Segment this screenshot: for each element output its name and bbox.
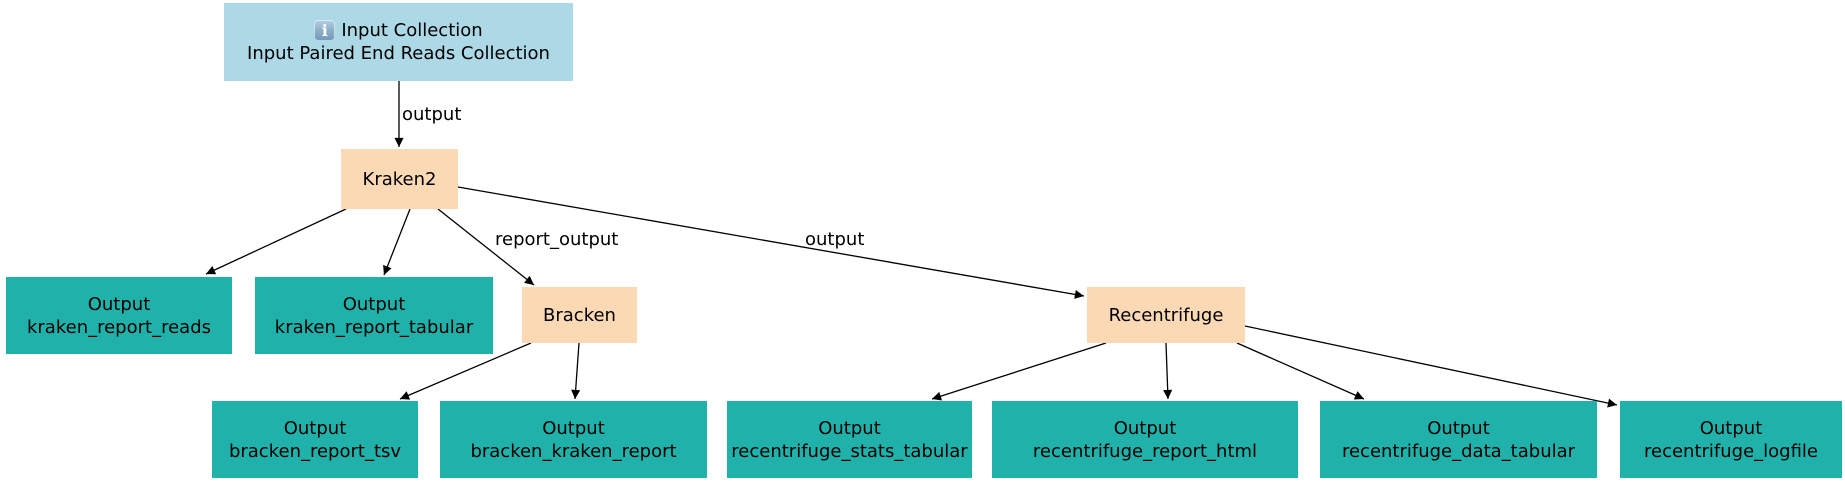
output-name: bracken_kraken_report [470, 440, 677, 462]
edge-bracken-to-bracken-report-tsv [399, 342, 532, 400]
edge-recentrifuge-to-stats-tabular [931, 342, 1107, 401]
node-bracken[interactable]: Bracken [522, 287, 637, 343]
edge-label-report-output: report_output [495, 229, 619, 250]
node-output-recentrifuge-logfile[interactable]: Output recentrifuge_logfile [1620, 401, 1842, 478]
edge-kraken2-to-bracken [437, 208, 535, 286]
bracken-label: Bracken [543, 304, 616, 326]
node-output-bracken-report-tsv[interactable]: Output bracken_report_tsv [212, 401, 418, 478]
node-output-recentrifuge-stats-tabular[interactable]: Output recentrifuge_stats_tabular [727, 401, 972, 478]
output-name: bracken_report_tsv [228, 440, 402, 462]
node-output-recentrifuge-report-html[interactable]: Output recentrifuge_report_html [992, 401, 1298, 478]
node-input-collection[interactable]: i Input Collection Input Paired End Read… [224, 3, 573, 81]
output-name: recentrifuge_report_html [1032, 440, 1258, 462]
edge-kraken2-to-kraken-report-reads [205, 208, 347, 275]
output-name: kraken_report_tabular [274, 316, 474, 338]
node-recentrifuge[interactable]: Recentrifuge [1087, 287, 1245, 343]
node-output-recentrifuge-data-tabular[interactable]: Output recentrifuge_data_tabular [1320, 401, 1597, 478]
output-label: Output [1113, 417, 1177, 439]
output-label: Output [542, 417, 605, 439]
edge-bracken-to-bracken-kraken-report [571, 342, 581, 400]
node-output-bracken-kraken-report[interactable]: Output bracken_kraken_report [440, 401, 707, 478]
edge-kraken2-to-recentrifuge [457, 186, 1085, 299]
output-label: Output [342, 293, 406, 315]
output-label: Output [1699, 417, 1763, 439]
output-name: recentrifuge_data_tabular [1341, 440, 1576, 462]
recentrifuge-label: Recentrifuge [1108, 304, 1224, 326]
output-label: Output [818, 417, 881, 439]
edge-recentrifuge-to-report-html [1163, 342, 1173, 400]
edge-recentrifuge-to-logfile [1244, 325, 1618, 408]
input-collection-title: Input Collection [341, 20, 483, 41]
edge-label-output-input: output [402, 104, 462, 125]
node-kraken2[interactable]: Kraken2 [341, 149, 458, 209]
edge-kraken2-to-kraken-report-tabular [383, 208, 411, 276]
node-output-kraken-report-reads[interactable]: Output kraken_report_reads [6, 277, 232, 354]
kraken2-label: Kraken2 [362, 168, 437, 190]
output-name: recentrifuge_logfile [1643, 440, 1818, 462]
edge-recentrifuge-to-data-tabular [1236, 342, 1365, 400]
output-label: Output [87, 293, 151, 315]
input-collection-name: Input Paired End Reads Collection [247, 43, 550, 64]
output-label: Output [283, 417, 347, 439]
output-label: Output [1427, 417, 1490, 439]
node-output-kraken-report-tabular[interactable]: Output kraken_report_tabular [255, 277, 493, 354]
edge-label-output-recentrifuge: output [805, 229, 865, 250]
output-name: recentrifuge_stats_tabular [731, 440, 968, 462]
info-icon: i [314, 20, 336, 41]
output-name: kraken_report_reads [26, 316, 211, 338]
